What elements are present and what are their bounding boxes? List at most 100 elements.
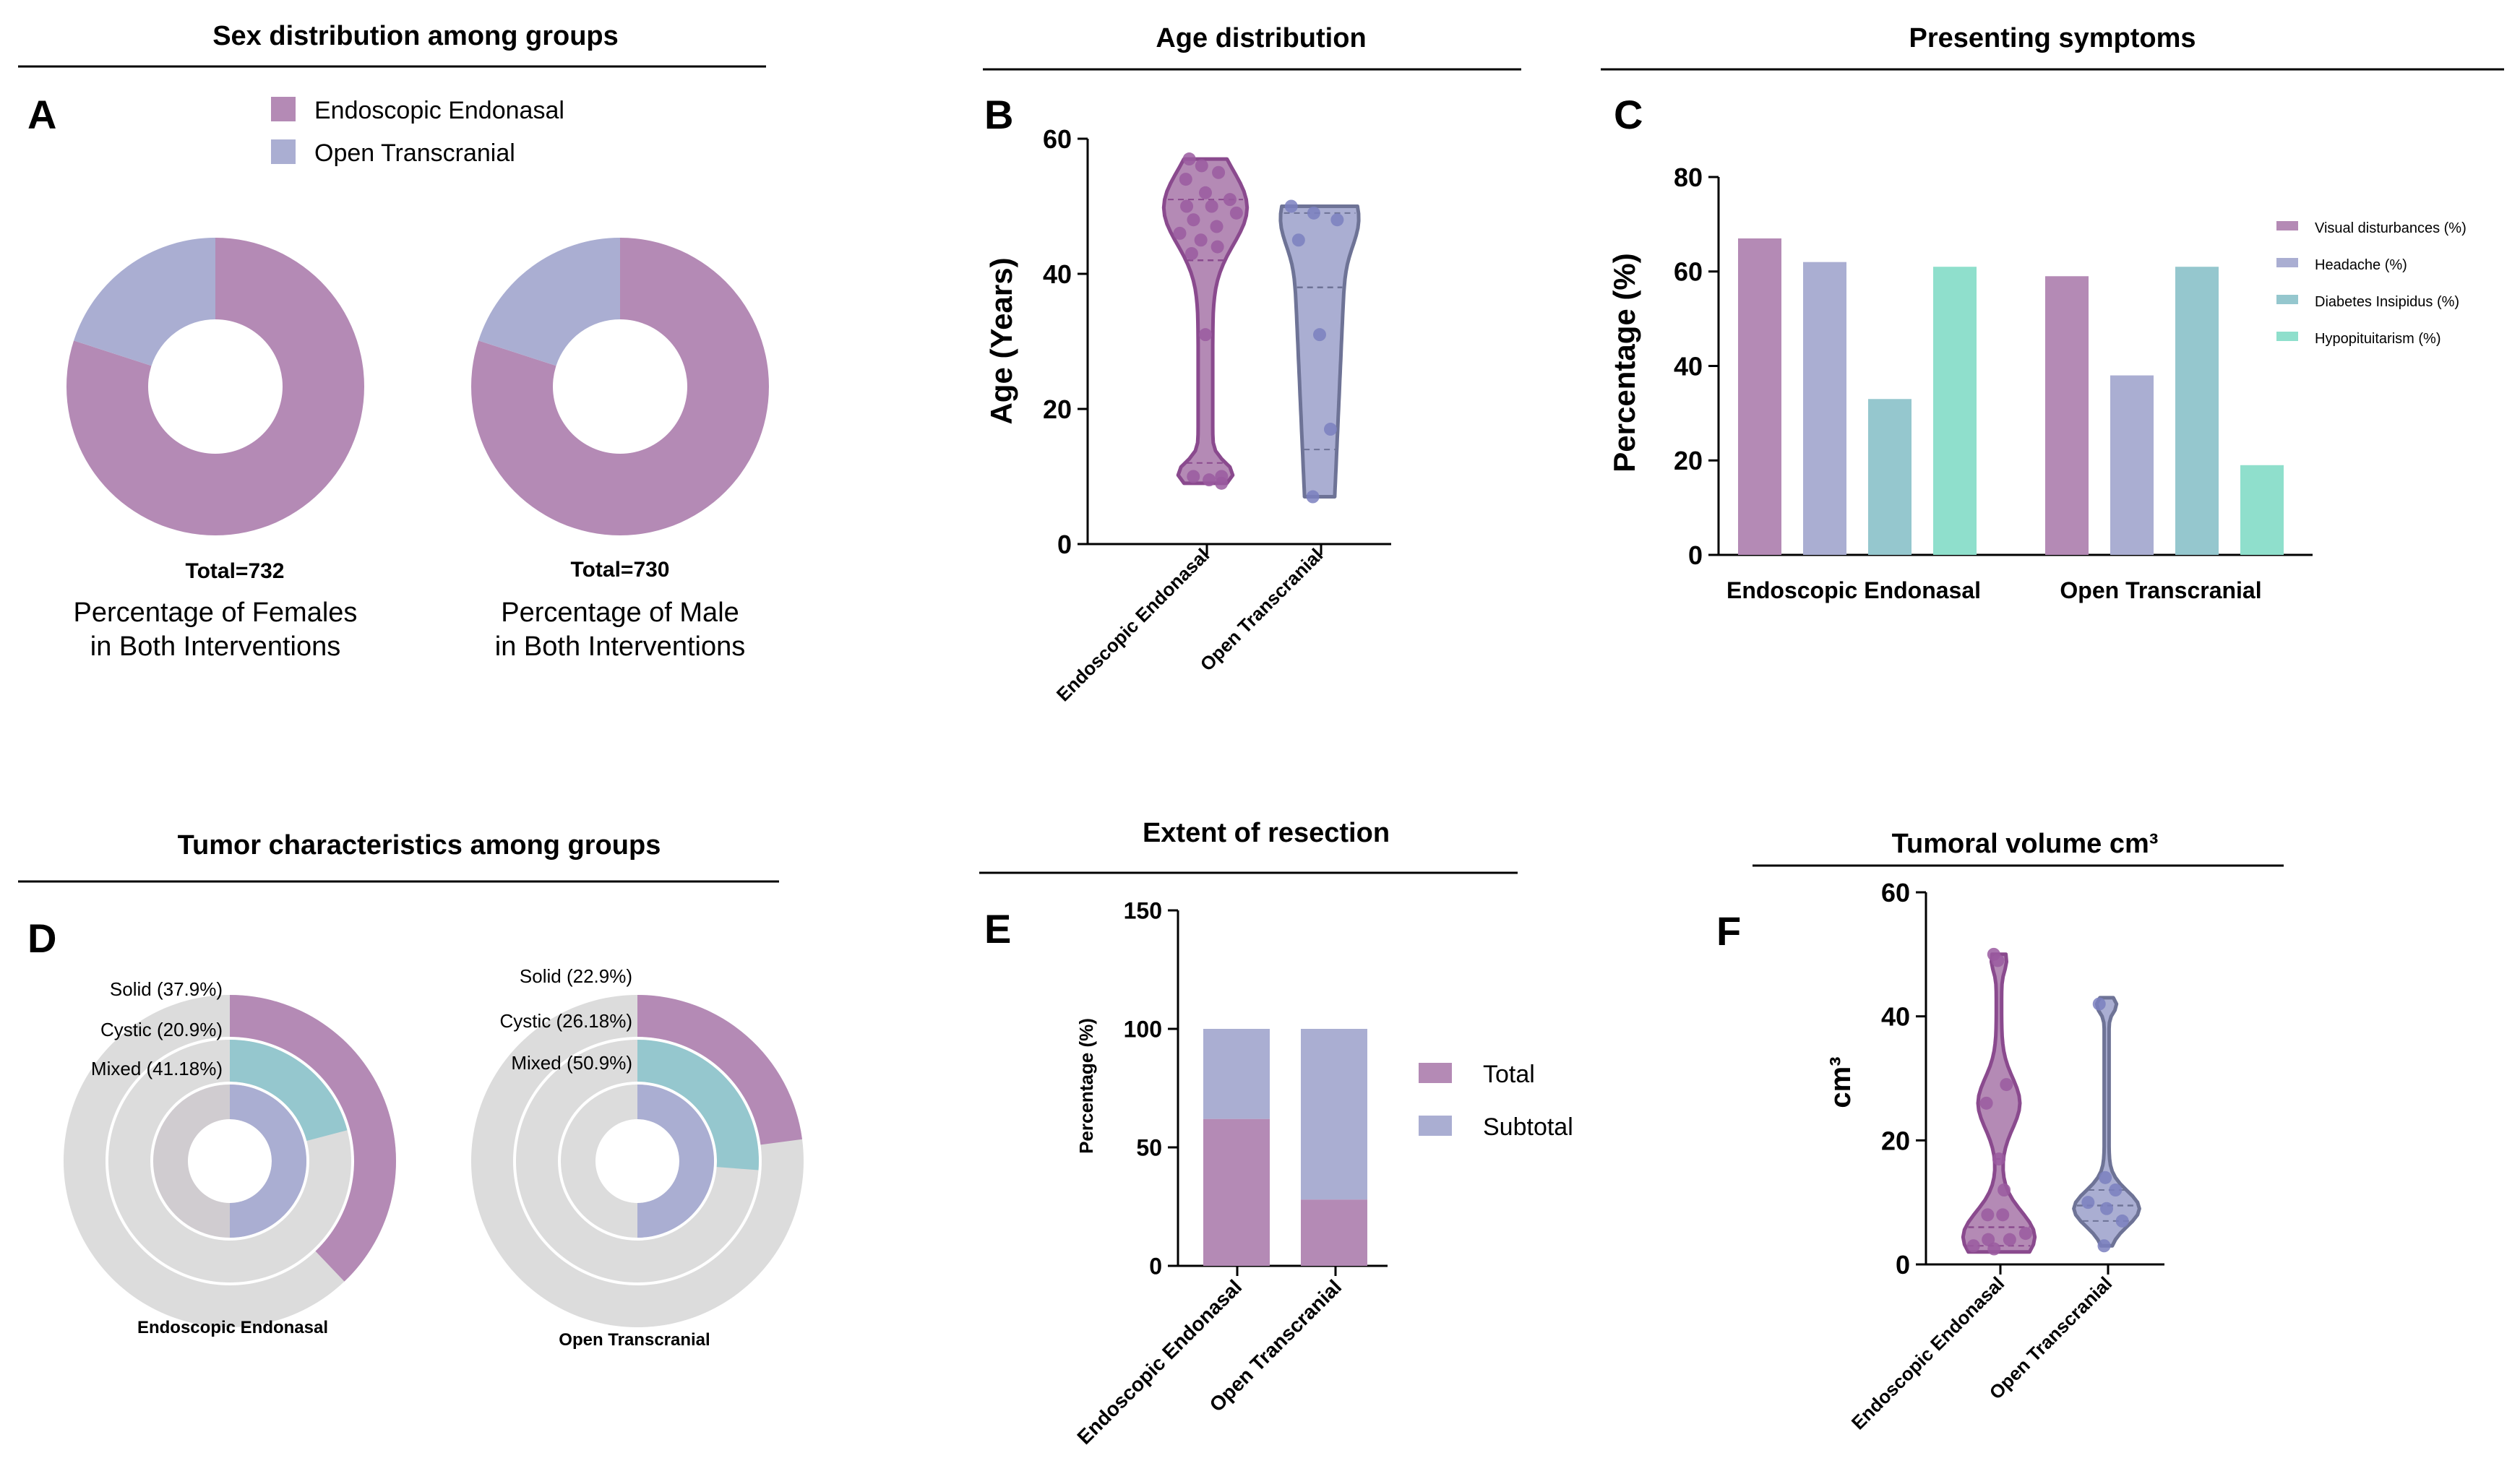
panel-d-caption-endo: Endoscopic Endonasal <box>137 1318 328 1337</box>
panel-b-endoscopic-data-point <box>1180 199 1194 213</box>
panel-c-y-tick-label: 40 <box>1674 351 1703 381</box>
panel-a-donut-slice-open <box>478 238 620 366</box>
panel-a-legend-swatch-open <box>271 139 296 164</box>
panel-b-open-data-point <box>1313 328 1326 342</box>
panel-f-ylabel: cm³ <box>1825 1056 1857 1108</box>
panel-f-endoscopic-data-point <box>1997 1183 2011 1196</box>
panel-c-xtick-endo: Endoscopic Endonasal <box>1726 577 1981 603</box>
panel-d-label-open-mixed: Mixed (50.9%) <box>511 1052 632 1074</box>
panel-d-ring-solid <box>637 995 803 1145</box>
panel-a-total-females: Total=732 <box>185 559 284 583</box>
panel-e-y-tick-label: 150 <box>1124 898 1162 924</box>
panel-c-legend-label-headache: Headache (%) <box>2315 257 2407 273</box>
panel-f-endoscopic-data-point <box>1981 1208 1995 1222</box>
panel-e-legend-label-total: Total <box>1483 1061 1535 1088</box>
panel-f-y-tick-label: 0 <box>1896 1250 1910 1280</box>
panel-b-open-data-point <box>1307 206 1320 220</box>
panel-a-donut-males <box>471 238 770 535</box>
panel-b-y-tick-label: 60 <box>1043 124 1072 154</box>
panel-e-bar-subtotal <box>1203 1029 1270 1119</box>
panel-b-open-violin-body <box>1278 204 1361 499</box>
panel-c-legend-label-visual-disturbances: Visual disturbances (%) <box>2315 220 2467 236</box>
panel-e-title: Extent of resection <box>1143 818 1390 848</box>
panel-b-endoscopic-data-point <box>1179 173 1192 186</box>
panel-c-xtick-open: Open Transcranial <box>2060 577 2261 603</box>
panel-b-open-data-point <box>1291 233 1305 247</box>
panel-d-letter: D <box>27 915 56 961</box>
panel-d-label-open-solid: Solid (22.9%) <box>520 965 632 987</box>
panel-b-open-data-point <box>1306 490 1320 504</box>
panel-e-xtick-endo: Endoscopic Endonasal <box>1072 1275 1246 1449</box>
panel-e: Extent of resection E Percentage (%) 050… <box>979 818 1573 1449</box>
panel-b-title: Age distribution <box>1156 23 1366 53</box>
panel-c-y-tick-label: 0 <box>1688 540 1703 570</box>
panel-b-y-tick-label: 20 <box>1043 394 1072 424</box>
panel-a-total-males: Total=730 <box>570 558 669 582</box>
panel-b-letter: B <box>984 92 1013 137</box>
panel-c-bar-headache <box>2110 375 2154 555</box>
panel-a-caption-females-1: Percentage of Females <box>74 598 358 628</box>
panel-c-bar-headache <box>1803 262 1846 555</box>
panel-c-legend-swatch-diabetes-insipidus <box>2276 295 2298 304</box>
panel-b-endoscopic-data-point <box>1187 213 1200 227</box>
panel-b-endoscopic-data-point <box>1203 473 1216 487</box>
panel-a-legend-label-endo: Endoscopic Endonasal <box>314 97 564 124</box>
panel-f-y-tick-label: 20 <box>1881 1126 1910 1155</box>
panel-a-donut-slice-endoscopic <box>66 238 365 535</box>
panel-a-caption-males-2: in Both Interventions <box>495 631 745 662</box>
panel-c-bar-diabetes-insipidus <box>1868 399 1911 555</box>
panel-b-endoscopic-data-point <box>1199 186 1212 199</box>
panel-b-endoscopic-data-point <box>1215 476 1229 490</box>
panel-b-y-tick-label: 40 <box>1043 259 1072 289</box>
panel-f-endoscopic-data-point <box>2003 1233 2016 1246</box>
panel-c-y-tick-label: 20 <box>1674 446 1703 475</box>
panel-d-label-endo-cystic: Cystic (20.9%) <box>100 1019 223 1040</box>
panel-d-ring-solid <box>230 995 396 1282</box>
panel-f-open-data-point <box>2097 1239 2111 1253</box>
panel-e-y-tick-label: 50 <box>1136 1135 1162 1161</box>
panel-e-bar-total <box>1301 1199 1367 1266</box>
panel-c-legend-swatch-hypopituitarism <box>2276 332 2298 341</box>
panel-f-endoscopic-violin-body <box>1961 952 2037 1254</box>
panel-d-ring-cystic <box>637 1040 759 1170</box>
panel-f-endoscopic-data-point <box>1992 1152 2005 1166</box>
panel-d-caption-open: Open Transcranial <box>559 1330 710 1350</box>
panel-f-endoscopic-data-point <box>2018 1227 2032 1241</box>
panel-b-open-data-point <box>1323 423 1337 436</box>
panel-f-endoscopic-data-point <box>1996 1208 2010 1222</box>
panel-e-y-tick-label: 100 <box>1124 1017 1162 1043</box>
panel-b-xtick-endo: Endoscopic Endonasal <box>1052 544 1213 705</box>
panel-f-open-data-point <box>2109 1183 2123 1196</box>
panel-b-endoscopic-data-point <box>1182 152 1196 166</box>
panel-d-ring-cystic <box>230 1040 348 1141</box>
panel-a-letter: A <box>27 92 56 137</box>
panel-a: Sex distribution among groups A Endoscop… <box>18 21 770 662</box>
panel-f-xtick-endo: Endoscopic Endonasal <box>1847 1272 2008 1433</box>
panel-c-y-tick-label: 60 <box>1674 257 1703 287</box>
panel-b-endoscopic-data-point <box>1195 159 1208 173</box>
panel-b-ylabel: Age (Years) <box>984 257 1018 424</box>
panel-d-ring-mixed <box>230 1085 306 1238</box>
panel-f-endoscopic-data-point <box>1966 1239 1980 1253</box>
panel-e-ylabel: Percentage (%) <box>1075 1018 1097 1154</box>
panel-e-bar-subtotal <box>1301 1029 1367 1200</box>
panel-e-legend-label-subtotal: Subtotal <box>1483 1113 1573 1141</box>
panel-f-open-data-point <box>2092 997 2106 1011</box>
panel-f-xtick-open: Open Transcranial <box>1985 1272 2117 1404</box>
panel-d-radial-endo <box>63 995 396 1327</box>
panel-f-letter: F <box>1716 908 1741 954</box>
panel-f-endoscopic-data-point <box>1987 1242 2001 1256</box>
panel-c-letter: C <box>1614 92 1643 137</box>
panel-b-open-data-point <box>1284 199 1298 213</box>
panel-b-endoscopic-data-point <box>1173 226 1187 240</box>
panel-c-bar-visual-disturbances <box>1738 238 1781 555</box>
panel-d-label-open-cystic: Cystic (26.18%) <box>500 1010 633 1032</box>
panel-b-endoscopic-data-point <box>1223 193 1237 207</box>
panel-a-legend-swatch-endo <box>271 97 296 121</box>
panel-c-ylabel: Percentage (%) <box>1607 253 1641 472</box>
panel-c-legend-label-hypopituitarism: Hypopituitarism (%) <box>2315 331 2441 347</box>
panel-f-endoscopic-data-point <box>1982 1233 1995 1246</box>
panel-f-endoscopic-data-point <box>2000 1078 2013 1092</box>
panel-c-legend-swatch-headache <box>2276 258 2298 267</box>
